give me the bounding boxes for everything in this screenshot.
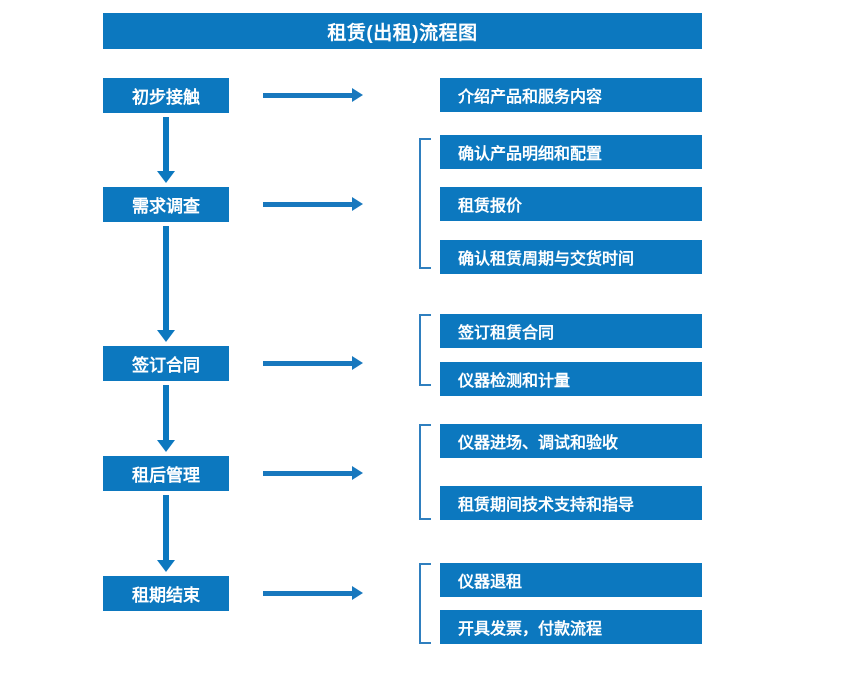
arrow-shaft	[163, 495, 169, 560]
arrow-shaft	[263, 471, 352, 476]
stage-label: 租后管理	[132, 466, 200, 485]
arrow-head	[352, 586, 363, 600]
group-bracket-icon-sign-contract	[419, 314, 431, 386]
group-bracket-icon-lease-end	[419, 563, 431, 644]
right-arrow-icon-sign-contract	[263, 356, 363, 370]
detail-label: 开具发票，付款流程	[458, 621, 603, 638]
stage-box-post-rent-management[interactable]: 租后管理	[103, 456, 229, 491]
detail-label: 介绍产品和服务内容	[458, 89, 603, 106]
down-arrow-icon-demand-to-contract	[157, 226, 175, 342]
detail-label: 仪器检测和计量	[458, 373, 571, 390]
detail-label: 仪器进场、调试和验收	[458, 435, 619, 452]
detail-box-introduce-products[interactable]: 介绍产品和服务内容	[440, 78, 702, 112]
detail-label: 确认产品明细和配置	[458, 146, 603, 163]
stage-box-sign-contract[interactable]: 签订合同	[103, 346, 229, 381]
arrow-head	[352, 466, 363, 480]
arrow-head	[352, 356, 363, 370]
detail-box-confirm-product-spec[interactable]: 确认产品明细和配置	[440, 135, 702, 169]
detail-box-instrument-inspection[interactable]: 仪器检测和计量	[440, 362, 702, 396]
down-arrow-icon-initial-to-demand	[157, 117, 175, 183]
stage-box-lease-end[interactable]: 租期结束	[103, 576, 229, 611]
arrow-shaft	[163, 226, 169, 330]
stage-box-demand-survey[interactable]: 需求调查	[103, 187, 229, 222]
arrow-shaft	[163, 385, 169, 440]
stage-label: 签订合同	[132, 356, 200, 375]
right-arrow-icon-post-rent-management	[263, 466, 363, 480]
arrow-head	[157, 330, 175, 342]
detail-box-instrument-return[interactable]: 仪器退租	[440, 563, 702, 597]
detail-box-confirm-period-delivery[interactable]: 确认租赁周期与交货时间	[440, 240, 702, 274]
arrow-shaft	[263, 202, 352, 207]
right-arrow-icon-lease-end	[263, 586, 363, 600]
arrow-shaft	[263, 591, 352, 596]
stage-box-initial-contact[interactable]: 初步接触	[103, 78, 229, 113]
flowchart-title: 租赁(出租)流程图	[103, 13, 702, 49]
right-arrow-icon-initial-contact	[263, 88, 363, 102]
arrow-head	[157, 440, 175, 452]
detail-label: 租赁期间技术支持和指导	[458, 497, 635, 514]
detail-label: 签订租赁合同	[458, 325, 555, 342]
detail-label: 租赁报价	[458, 198, 523, 215]
arrow-shaft	[263, 93, 352, 98]
detail-box-instrument-entry-debug-acceptance[interactable]: 仪器进场、调试和验收	[440, 424, 702, 458]
group-bracket-icon-demand-survey	[419, 138, 431, 269]
detail-label: 确认租赁周期与交货时间	[458, 251, 635, 268]
arrow-head	[157, 171, 175, 183]
down-arrow-icon-management-to-lease-end	[157, 495, 175, 572]
stage-label: 需求调查	[132, 197, 200, 216]
right-arrow-icon-demand-survey	[263, 197, 363, 211]
group-bracket-icon-post-rent-management	[419, 424, 431, 520]
detail-box-technical-support[interactable]: 租赁期间技术支持和指导	[440, 486, 702, 520]
arrow-shaft	[263, 361, 352, 366]
detail-box-rental-quotation[interactable]: 租赁报价	[440, 187, 702, 221]
arrow-head	[352, 88, 363, 102]
detail-box-sign-rental-contract[interactable]: 签订租赁合同	[440, 314, 702, 348]
stage-label: 租期结束	[132, 586, 200, 605]
arrow-head	[157, 560, 175, 572]
arrow-shaft	[163, 117, 169, 171]
detail-box-invoice-payment[interactable]: 开具发票，付款流程	[440, 610, 702, 644]
stage-label: 初步接触	[132, 88, 200, 107]
detail-label: 仪器退租	[458, 574, 523, 591]
arrow-head	[352, 197, 363, 211]
down-arrow-icon-contract-to-management	[157, 385, 175, 452]
